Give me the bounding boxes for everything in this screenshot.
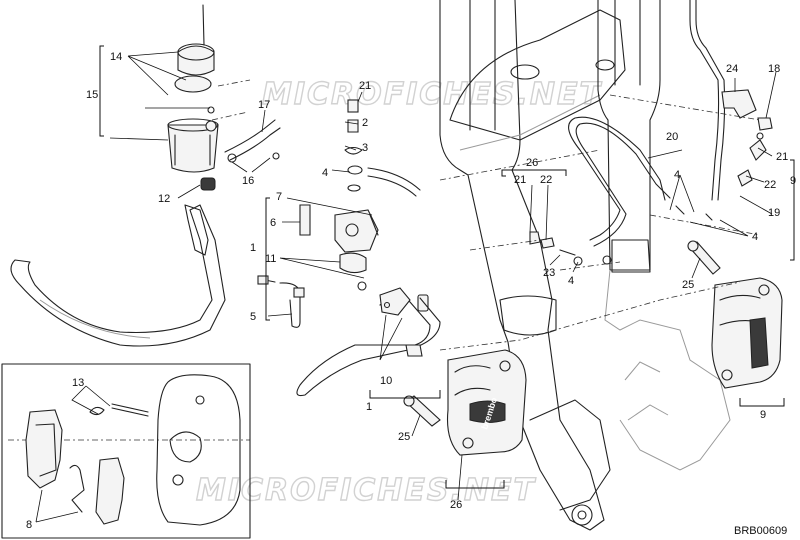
- callout-1-bottom: 1: [366, 401, 372, 413]
- fork-assembly: [439, 0, 731, 531]
- callout-23: 23: [543, 267, 555, 279]
- brake-lever-assembly: [257, 99, 441, 397]
- callout-25-left: 25: [398, 431, 410, 443]
- diagram-code: BRB00609: [734, 525, 787, 537]
- grouping-brackets: [99, 45, 795, 489]
- callout-9-bottom: 9: [760, 409, 766, 421]
- front-caliper-left: brembo: [446, 349, 527, 456]
- callouts: 14 15 17 16 12 21 2 3 4 7 6 1 11 5 10 1 …: [26, 51, 796, 531]
- callout-6: 6: [270, 217, 276, 229]
- callout-24: 24: [726, 63, 738, 75]
- callout-2: 2: [362, 117, 368, 129]
- brake-line-20: [529, 116, 671, 266]
- brake-hose-17: [224, 119, 281, 163]
- right-fittings: [675, 89, 773, 221]
- callout-25-right: 25: [682, 279, 694, 291]
- axis-lines: [8, 79, 761, 441]
- callout-4-left: 4: [322, 167, 328, 179]
- callout-5: 5: [250, 311, 256, 323]
- callout-10: 10: [380, 375, 392, 387]
- callout-26-top: 26: [526, 157, 538, 169]
- hand-lever-guard: [10, 204, 226, 347]
- callout-13: 13: [72, 377, 84, 389]
- callout-7: 7: [276, 191, 282, 203]
- callout-21-mid: 21: [514, 174, 526, 186]
- callout-11: 11: [265, 253, 276, 265]
- callout-14: 14: [110, 51, 122, 63]
- callout-15: 15: [86, 89, 98, 101]
- callout-4-upper-right: 4: [674, 169, 680, 181]
- leader-lines: [35, 51, 777, 523]
- callout-21-top: 21: [359, 80, 371, 92]
- callout-20: 20: [666, 131, 678, 143]
- callout-8: 8: [26, 519, 32, 531]
- callout-12: 12: [158, 193, 170, 205]
- callout-18: 18: [768, 63, 780, 75]
- callout-22-mid: 22: [540, 174, 552, 186]
- callout-9-right: 9: [790, 175, 796, 187]
- inset-panel: [1, 363, 251, 539]
- callout-1-side: 1: [250, 242, 256, 254]
- callout-22-right: 22: [764, 179, 776, 191]
- callout-17: 17: [258, 99, 270, 111]
- callout-16: 16: [242, 175, 254, 187]
- callout-19: 19: [768, 207, 780, 219]
- callout-26-bottom: 26: [450, 499, 462, 511]
- master-cylinder-reservoir: [167, 4, 219, 191]
- bolt-25-right: [687, 240, 721, 275]
- watermark-top: MICROFICHES.NET: [262, 77, 603, 112]
- bolt-25-left: [403, 395, 441, 427]
- watermark-bottom: MICROFICHES.NET: [196, 473, 537, 508]
- front-caliper-right: [711, 277, 783, 389]
- callout-3: 3: [362, 142, 368, 154]
- callout-4-mid: 4: [568, 275, 574, 287]
- callout-4-right: 4: [752, 231, 758, 243]
- callout-21-right: 21: [776, 151, 788, 163]
